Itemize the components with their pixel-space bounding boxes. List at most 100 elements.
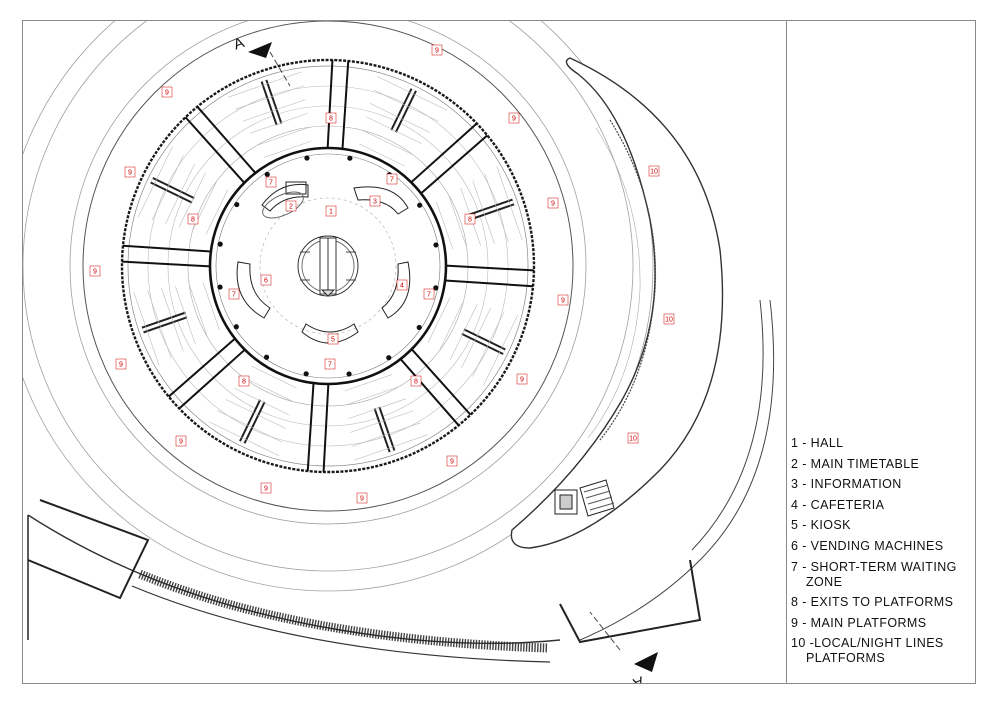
svg-text:A: A [231, 34, 246, 53]
label-number: 7 [269, 180, 273, 187]
label-main-platforms: 9 [557, 294, 569, 306]
label-box [648, 165, 660, 177]
escalator-inner [392, 89, 416, 132]
stair-tread [450, 304, 478, 360]
escalator-inner [462, 330, 505, 354]
stair-tread [373, 89, 439, 122]
label-box [265, 176, 277, 188]
label-number: 4 [400, 283, 404, 290]
label-box [327, 333, 339, 345]
label-box [396, 279, 408, 291]
label-number: 10 [665, 317, 673, 324]
label-main-platforms: 9 [260, 482, 272, 494]
label-number: 8 [468, 217, 472, 224]
escalator-inner [151, 178, 194, 202]
legend-item-local-platforms: 10 -LOCAL/NIGHT LINES PLATFORMS [791, 636, 944, 666]
label-number: 6 [264, 278, 268, 285]
column [347, 155, 353, 161]
label-box [410, 375, 422, 387]
label-kiosk: 5 [327, 333, 339, 345]
column [217, 241, 223, 247]
stair-tread [151, 155, 184, 221]
stair-tread [147, 289, 172, 359]
label-box [115, 358, 127, 370]
column [217, 284, 223, 290]
corridor-wall [445, 279, 534, 288]
corridor-wall [410, 122, 478, 184]
stair-tread [496, 166, 523, 241]
label-number: 5 [331, 337, 335, 344]
escalator-inner [240, 400, 264, 443]
stair-tread [472, 180, 495, 244]
corridor-wall [420, 134, 488, 195]
label-box [516, 373, 528, 385]
label-number: 10 [650, 169, 658, 176]
escalator-inner [142, 313, 187, 332]
label-number: 7 [328, 362, 332, 369]
stair-tread [484, 173, 509, 243]
stair-tread [256, 126, 310, 146]
label-number: 7 [390, 177, 394, 184]
label-number: 3 [373, 199, 377, 206]
stair-tread [208, 421, 280, 457]
stair-tread [472, 311, 505, 377]
stair-tread [202, 282, 220, 331]
platform-spokes [121, 59, 535, 473]
label-box [663, 313, 675, 325]
label-waiting: 7 [228, 288, 240, 300]
outer-track-lines [579, 299, 775, 641]
legend-item-vending-machines: 6 - VENDING MACHINES [791, 538, 944, 553]
label-local-platforms: 10 [648, 165, 660, 177]
corridor-wall [121, 260, 211, 268]
legend-item-cafeteria: 4 - CAFETERIA [791, 497, 885, 512]
label-main-platforms: 9 [356, 492, 368, 504]
stair-tread [188, 284, 208, 338]
label-box [557, 294, 569, 306]
stair-tread [353, 434, 428, 461]
label-box [89, 265, 101, 277]
legend-item-main-timetable: 2 - MAIN TIMETABLE [791, 456, 920, 471]
legend-item-exits: 8 - EXITS TO PLATFORMS [791, 595, 954, 610]
corridor-wall [341, 60, 350, 149]
column [433, 242, 439, 248]
label-number: 9 [450, 459, 454, 466]
label-number: 8 [329, 116, 333, 123]
label-number: 8 [191, 217, 195, 224]
stair-tread [438, 300, 464, 352]
stair-tread [225, 399, 287, 429]
label-box [324, 358, 336, 370]
stair-tread [362, 130, 414, 156]
stair-tread [436, 201, 454, 250]
label-number: 9 [128, 170, 132, 177]
stair-tread [483, 314, 519, 386]
column [386, 355, 392, 361]
lower-platform [27, 499, 702, 663]
stair-tread [359, 143, 405, 167]
label-box [464, 213, 476, 225]
stair-tread [351, 422, 421, 447]
column [303, 371, 309, 377]
column [264, 171, 270, 177]
label-box [446, 455, 458, 467]
label-box [228, 288, 240, 300]
stair-tread [263, 140, 312, 158]
label-box [238, 375, 250, 387]
corridor-wall [178, 348, 246, 410]
label-box [187, 213, 199, 225]
stair-tread [251, 365, 297, 389]
escalator-inner [469, 200, 514, 219]
label-box [508, 112, 520, 124]
label-exits: 8 [187, 213, 199, 225]
legend-item-waiting-zone: 7 - SHORT-TERM WAITING ZONE [791, 559, 957, 589]
corridor-wall [410, 348, 472, 416]
label-box [369, 195, 381, 207]
corridor-wall [122, 244, 211, 253]
column [234, 201, 240, 208]
label-waiting: 7 [423, 288, 435, 300]
label-waiting: 7 [386, 173, 398, 185]
stair-tread [376, 75, 448, 111]
stair-tread [366, 116, 422, 144]
legend-item-kiosk: 5 - KIOSK [791, 518, 851, 533]
